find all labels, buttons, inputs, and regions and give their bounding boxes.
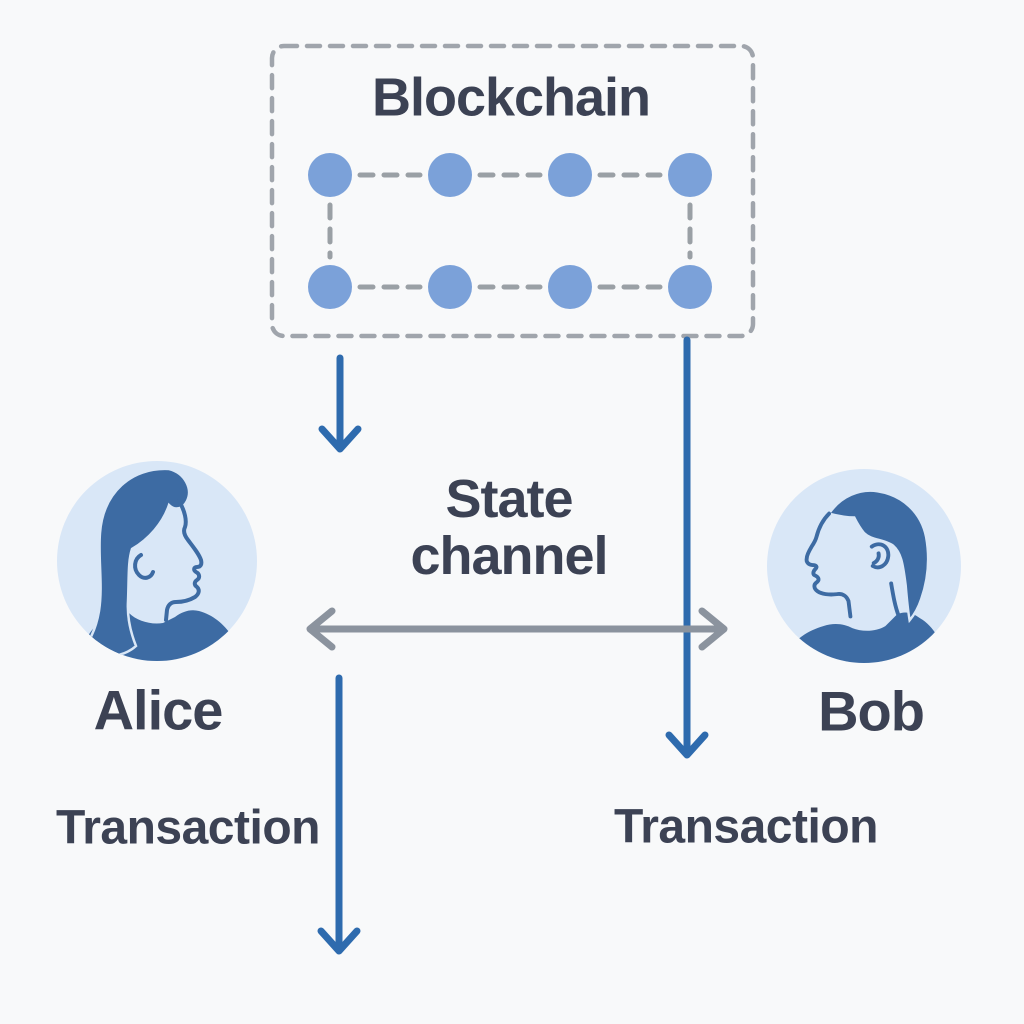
chain-node [308,153,352,197]
chain-node [548,265,592,309]
blockchain-box-border [269,43,756,339]
blockchain-label: Blockchain [371,67,651,128]
chain-node [668,265,712,309]
state-channel-arrow [306,607,728,651]
chain-node [308,265,352,309]
state-channel-label: State channel [410,468,608,586]
chain-node [428,265,472,309]
bob-figure-icon [780,489,948,663]
bob-avatar [767,469,961,663]
chain-node [668,153,712,197]
chain-node [428,153,472,197]
arrow-blockchain-to-bob [665,336,709,759]
arrow-blockchain-to-channel [318,354,362,453]
alice-avatar [57,461,257,661]
alice-figure-icon [77,467,243,661]
alice-label: Alice [93,678,224,742]
blockchain-chain [308,153,712,309]
transaction-label-left: Transaction [56,801,320,855]
transaction-label-right: Transaction [614,800,878,854]
chain-node [548,153,592,197]
arrow-alice-transaction [317,674,361,955]
bob-label: Bob [818,679,925,743]
